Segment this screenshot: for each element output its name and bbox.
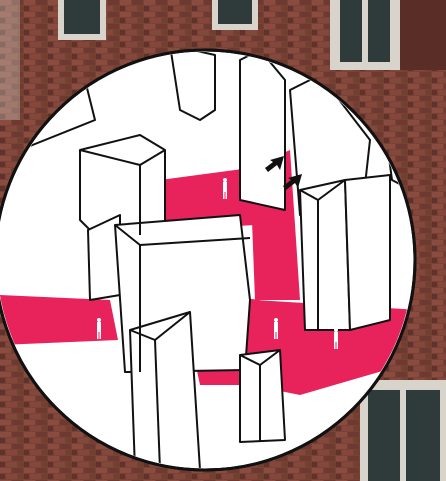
window-pane xyxy=(218,0,252,24)
window-pane xyxy=(368,390,400,481)
building xyxy=(300,180,350,330)
window-pane xyxy=(406,390,440,481)
window-pane xyxy=(340,0,362,62)
building xyxy=(345,175,390,330)
building xyxy=(240,50,285,210)
window-pane xyxy=(64,0,100,34)
window-pane xyxy=(368,0,390,62)
